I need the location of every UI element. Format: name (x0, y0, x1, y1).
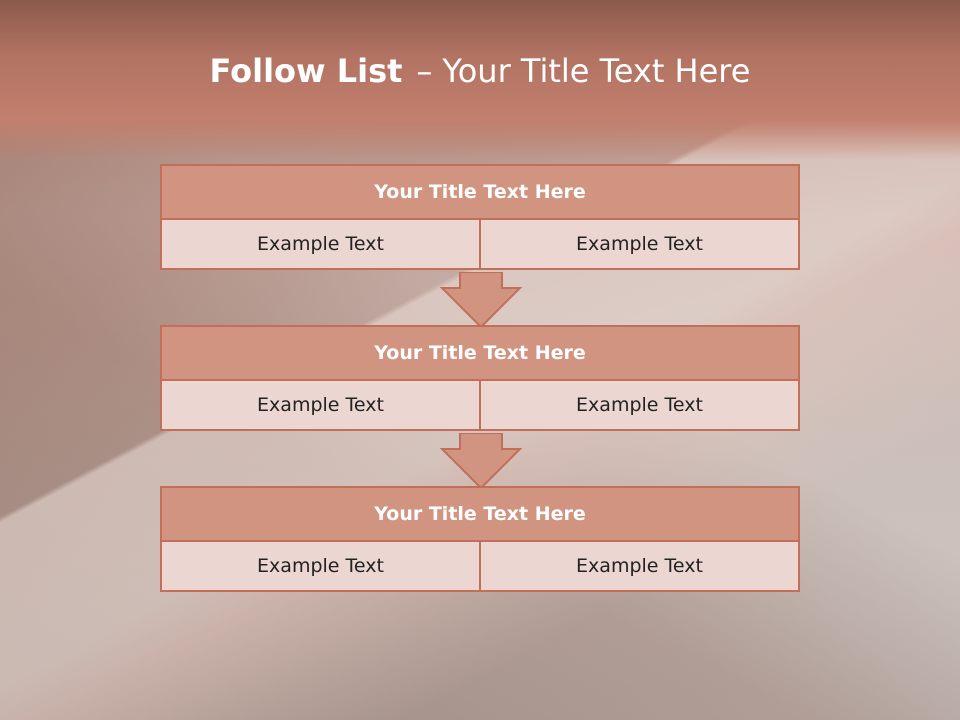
down-arrow-icon (440, 433, 522, 489)
block-cell-right: Example Text (481, 220, 800, 270)
header-band (0, 0, 960, 160)
list-block-2: Your Title Text Here Example Text Exampl… (160, 325, 800, 431)
slide-title-bold: Follow List (209, 52, 403, 90)
down-arrow-icon (440, 272, 522, 328)
slide-title-separator: – (416, 52, 433, 90)
block-title: Your Title Text Here (160, 486, 800, 542)
block-row: Example Text Example Text (160, 542, 800, 592)
block-cell-right: Example Text (481, 542, 800, 592)
block-row: Example Text Example Text (160, 381, 800, 431)
block-cell-left: Example Text (160, 542, 481, 592)
slide-title: Follow List–Your Title Text Here (0, 52, 960, 90)
block-row: Example Text Example Text (160, 220, 800, 270)
block-cell-right: Example Text (481, 381, 800, 431)
list-block-3: Your Title Text Here Example Text Exampl… (160, 486, 800, 592)
list-block-1: Your Title Text Here Example Text Exampl… (160, 164, 800, 270)
block-title: Your Title Text Here (160, 325, 800, 381)
block-title: Your Title Text Here (160, 164, 800, 220)
slide-title-rest: Your Title Text Here (442, 52, 751, 90)
block-cell-left: Example Text (160, 220, 481, 270)
block-cell-left: Example Text (160, 381, 481, 431)
